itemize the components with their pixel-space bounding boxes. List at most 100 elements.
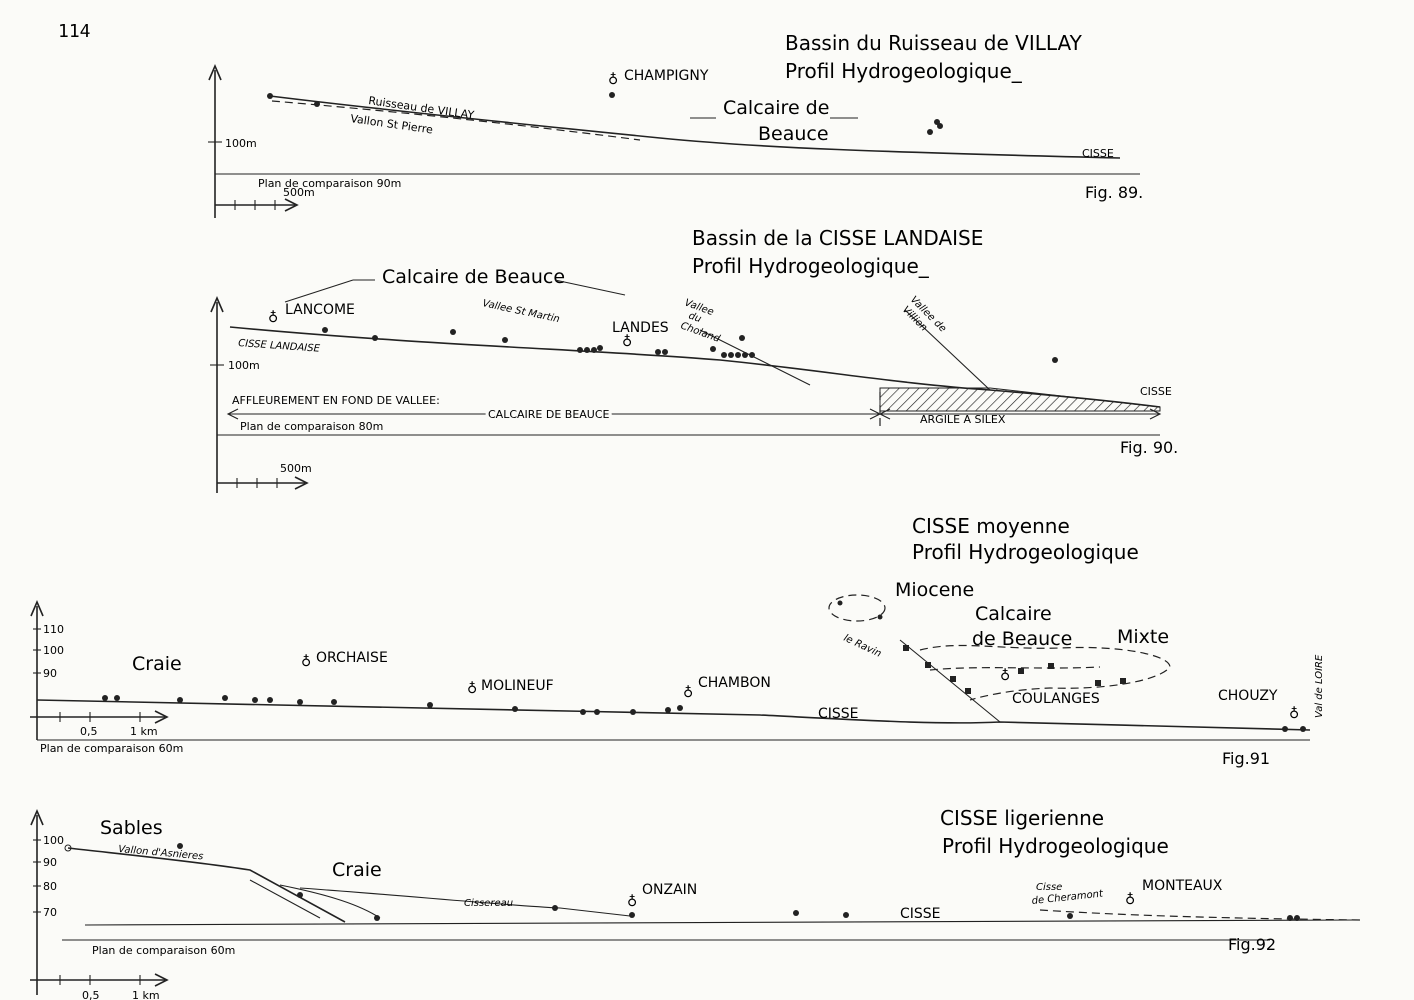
vallon-label: Vallon d'Asnieres [118,844,204,862]
village-symbol: ♁ [683,685,693,701]
y-axis-arrow [30,599,44,617]
figure-subtitle: Profil Hydrogeologique [942,834,1169,858]
vertical-scale: 100m [228,359,260,372]
village-orchaise: ORCHAISE [316,650,388,666]
villion-valley [904,309,991,391]
y-tick-label: 110 [43,623,64,636]
vallee-choland-2: du [687,310,703,325]
village-symbol: ♁ [1125,892,1135,908]
scale-05: 0,5 [80,725,98,738]
y-tick-label: 70 [43,906,57,919]
village-coulanges: COULANGES [1012,691,1100,707]
figure-90: Bassin de la CISSE LANDAISE Profil Hydro… [210,226,1178,493]
horizontal-scale: 500m [280,462,312,475]
scale-1km: 1 km [130,725,158,738]
mixte-boundary [919,644,1171,701]
village-lancome: LANCOME [285,302,355,318]
datum-label: Plan de comparaison 90m [258,177,401,190]
base-profile [84,919,1361,926]
village-symbol: ♁ [1289,706,1299,722]
vallon-asnieres-profile [67,847,346,923]
village-symbol: ♁ [268,310,278,326]
cissereau-label: Cissereau [464,898,513,909]
beauce-boundary [929,666,1101,671]
stream-profile [269,95,1121,159]
horizontal-scale: 500m [283,186,315,199]
stream-profile [36,699,1311,731]
y-axis-arrow [30,808,44,826]
river-label: CISSE [900,906,941,922]
vallee-st-martin: Vallee St Martin [481,298,560,325]
figure-subtitle: Profil Hydrogeologique_ [785,59,1023,83]
scale-1km: 1 km [132,989,160,1000]
village-symbol: ♁ [608,72,618,88]
y-tick-label: 90 [43,856,57,869]
mixte-label: Mixte [1117,626,1169,648]
craie-label: Craie [132,653,182,675]
figure-91: 110 100 90 CISSE moyenne Profil Hydrogeo… [30,514,1325,768]
figure-92: 100 90 80 70 CISSE ligerienne Profil Hyd… [30,806,1361,1000]
x-scale-arrow [284,198,299,212]
vallon-label: Vallon St Pierre [350,112,434,136]
village-symbol: ♁ [1000,668,1010,684]
formation-label: Calcaire de Beauce [382,266,565,288]
datum-label: Plan de comparaison 80m [240,420,383,433]
datum-label: Plan de comparaison 60m [40,742,183,755]
figure-title: CISSE moyenne [912,514,1070,538]
ravin-label: le Ravin [842,633,883,660]
calcaire-outcrop: CALCAIRE DE BEAUCE [488,408,610,421]
village-symbol: ♁ [467,681,477,697]
river-label: CISSE [1140,385,1172,398]
formation-label-2: Beauce [758,123,829,145]
argile-a-silex-hatch [879,387,1161,412]
village-monteaux: MONTEAUX [1142,878,1223,894]
figure-subtitle: Profil Hydrogeologique [912,540,1139,564]
figure-number: Fig.91 [1222,749,1270,768]
village-molineuf: MOLINEUF [481,678,554,694]
formation-label: Calcaire de [723,97,829,119]
figure-subtitle: Profil Hydrogeologique_ [692,254,930,278]
cheramont-profile [1039,909,1361,921]
y-tick-label: 80 [43,880,57,893]
choland-valley [699,329,811,386]
y-tick-label: 90 [43,667,57,680]
village-landes: LANDES [612,320,669,336]
village-symbol: ♁ [627,894,637,910]
figure-number: Fig.92 [1228,935,1276,954]
figure-number: Fig. 90. [1120,438,1178,457]
river-label: CISSE [1082,147,1114,160]
village-onzain: ONZAIN [642,882,697,898]
figure-title: Bassin de la CISSE LANDAISE [692,226,983,250]
outcrop-label: AFFLEUREMENT EN FOND DE VALLEE: [232,394,440,407]
village-chouzy: CHOUZY [1218,688,1278,704]
val-de-loire-label: Val de LOIRE [1314,654,1325,718]
vallee-choland-3: Choland [679,320,722,345]
y-tick-label: 100 [43,644,64,657]
cisse-cheramont-1: Cisse [1036,882,1062,893]
craie-label: Craie [332,859,382,881]
figure-number: Fig. 89. [1085,183,1143,202]
page-number: 114 [58,21,91,42]
vertical-scale: 100m [225,137,257,150]
village-chambon: CHAMBON [698,675,771,691]
village-symbol: ♁ [301,654,311,670]
sables-label: Sables [100,817,163,839]
village-symbol: ♁ [622,334,632,350]
y-axis-arrow [210,295,224,313]
y-tick-label: 100 [43,834,64,847]
y-axis-arrow [208,63,222,81]
stream-label: CISSE LANDAISE [238,338,321,355]
miocene-label: Miocene [895,579,974,601]
calcaire-label-2: de Beauce [972,628,1072,650]
datum-label: Plan de comparaison 60m [92,944,235,957]
calcaire-label: Calcaire [975,603,1052,625]
village-champigny: CHAMPIGNY [624,68,709,84]
figure-title: CISSE ligerienne [940,806,1104,830]
figure-89: ♁ CHAMPIGNY Bassin du Ruisseau de VILLAY… [208,31,1143,218]
cissereau-profile [299,887,631,917]
river-label: CISSE [818,706,859,722]
figure-title: Bassin du Ruisseau de VILLAY [785,31,1083,55]
argile-outcrop: ARGILE A SILEX [920,413,1006,426]
scale-05: 0,5 [82,989,100,1000]
